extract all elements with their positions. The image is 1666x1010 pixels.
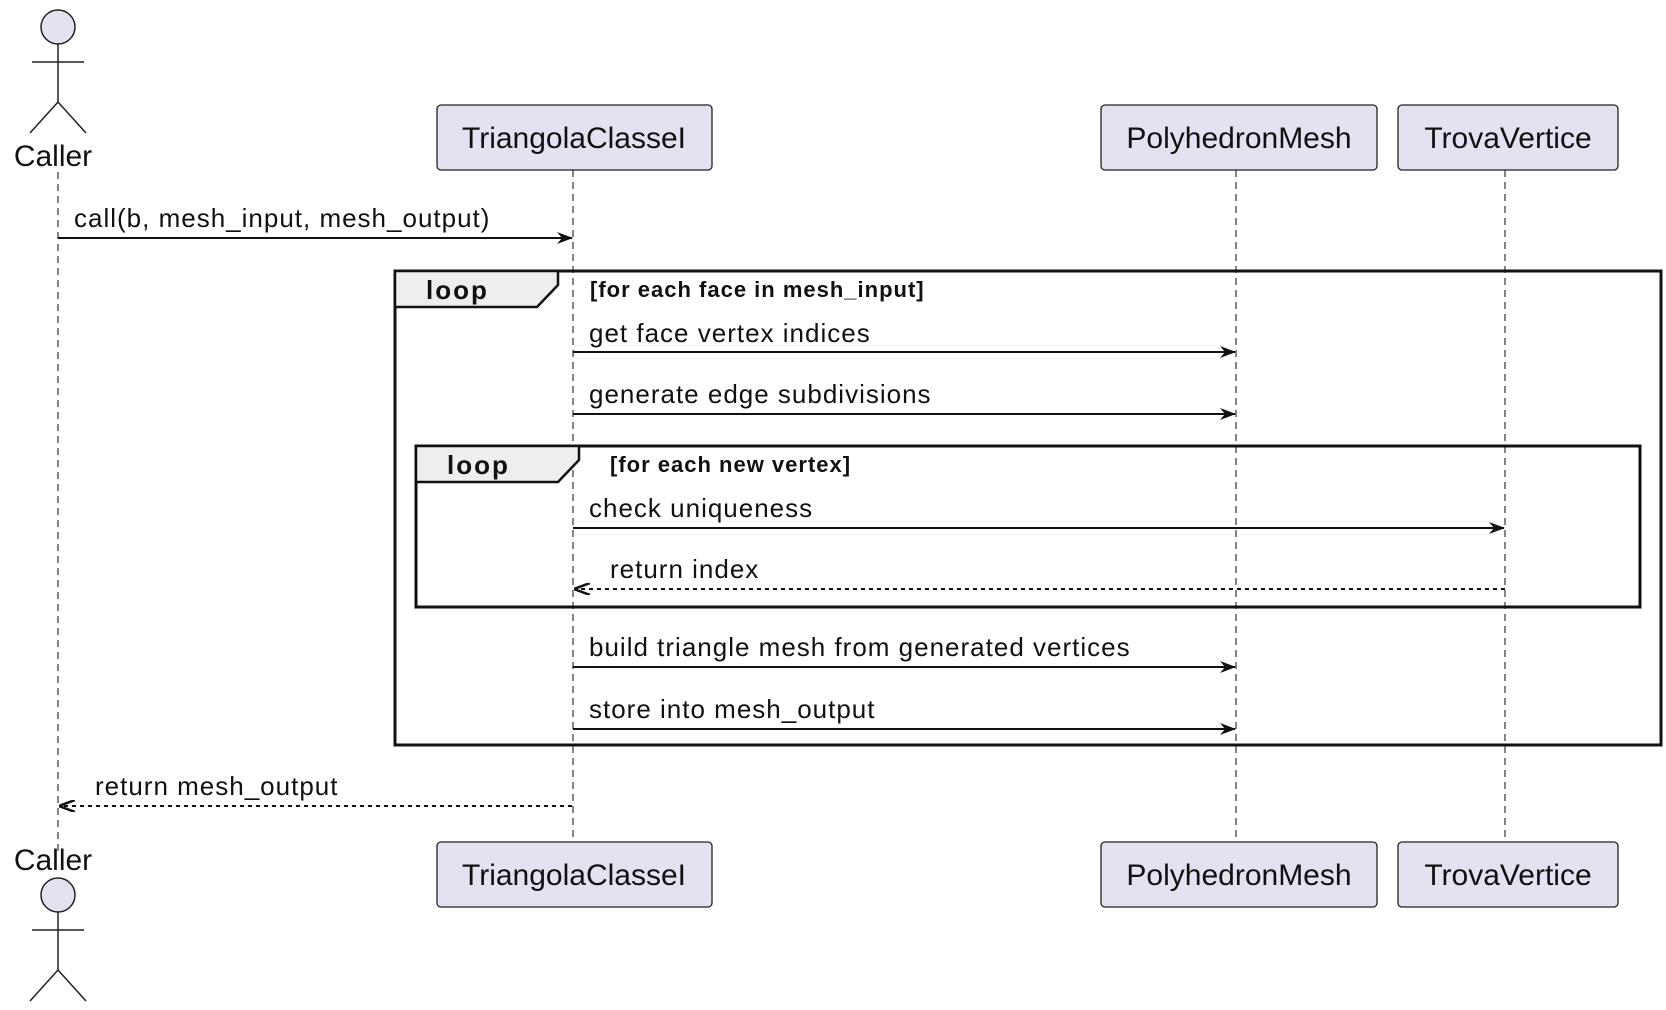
loop-frame-outer-condition: [for each face in mesh_input] (590, 277, 925, 302)
message-label-return-index: return index (610, 554, 759, 584)
participant-trova-top-label: TrovaVertice (1424, 122, 1591, 155)
loop-frame-inner-tab (414, 444, 581, 484)
message-label-get-face: get face vertex indices (589, 318, 871, 348)
participant-trova-bottom (1397, 841, 1619, 908)
participant-triangola-bottom-label: TriangolaClasseI (462, 859, 686, 892)
loop-frame-inner-condition: [for each new vertex] (610, 452, 851, 477)
loop-frame-outer-tab (393, 269, 560, 309)
actor-caller-top (29, 9, 87, 134)
loop-frame-inner (414, 444, 1642, 609)
loop-frame-outer (393, 269, 1663, 747)
participant-polyhedron-top-label: PolyhedronMesh (1126, 122, 1351, 155)
participant-trova-top (1397, 104, 1619, 171)
participant-triangola-bottom (436, 841, 713, 908)
actor-caller-bottom-label: Caller (14, 844, 92, 877)
participant-triangola-top (436, 104, 713, 171)
participant-polyhedron-top (1100, 104, 1378, 171)
actor-caller-top-label: Caller (14, 140, 92, 173)
participant-polyhedron-bottom (1100, 841, 1378, 908)
actor-caller-bottom (29, 877, 87, 1002)
message-label-build-triangle: build triangle mesh from generated verti… (589, 632, 1131, 662)
message-label-check-uniqueness: check uniqueness (589, 493, 813, 523)
message-label-call: call(b, mesh_input, mesh_output) (74, 203, 490, 233)
participant-polyhedron-bottom-label: PolyhedronMesh (1126, 859, 1351, 892)
message-label-store-output: store into mesh_output (589, 694, 876, 724)
message-label-return-output: return mesh_output (95, 771, 338, 801)
participant-trova-bottom-label: TrovaVertice (1424, 859, 1591, 892)
message-label-generate-edges: generate edge subdivisions (589, 379, 932, 409)
participant-triangola-top-label: TriangolaClasseI (462, 122, 686, 155)
loop-frame-outer-title: loop (426, 275, 489, 305)
loop-frame-inner-title: loop (447, 450, 510, 480)
